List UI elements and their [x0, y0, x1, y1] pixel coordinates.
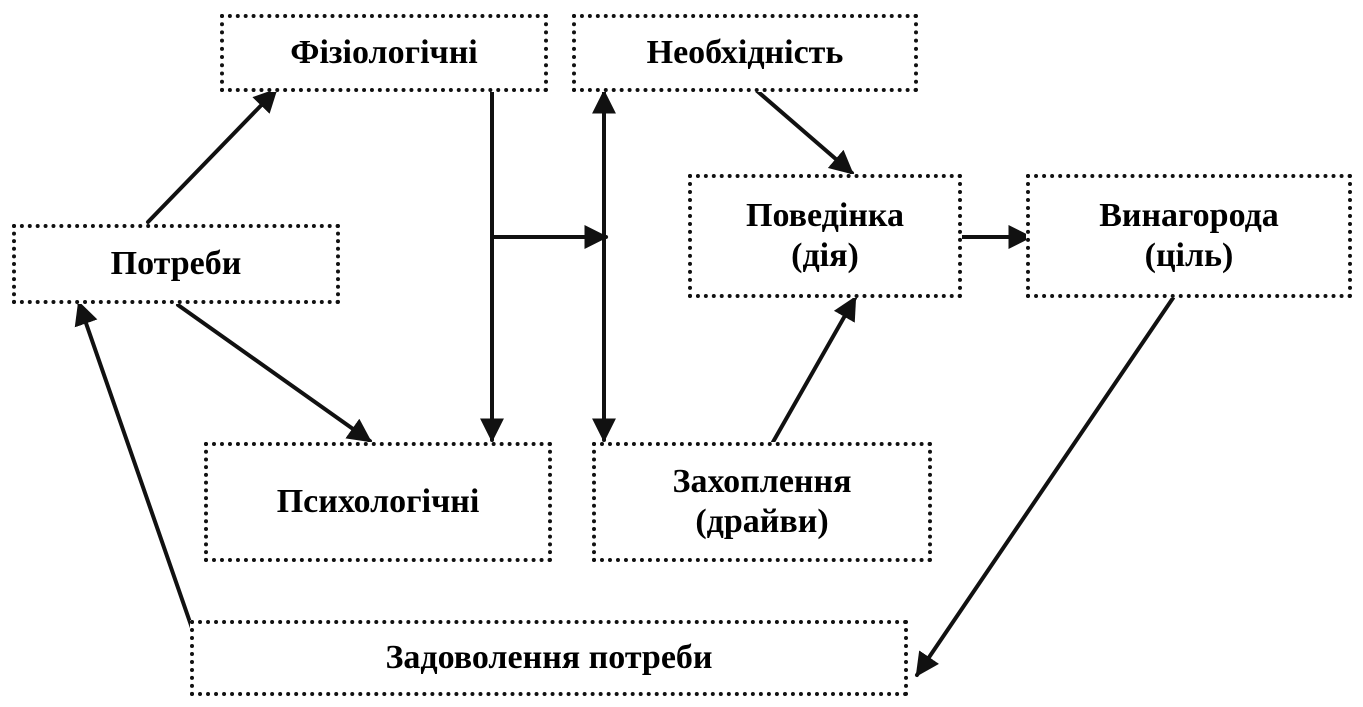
- node-physiological-label: Фізіологічні: [290, 34, 478, 71]
- node-behavior-text: Поведінка (дія): [746, 196, 904, 276]
- node-reward-text: Винагорода (ціль): [1099, 196, 1279, 276]
- node-drives: Захоплення (драйви): [592, 442, 932, 562]
- arrow-satisfaction-to-needs: [74, 300, 194, 630]
- arrow-needs-to-physiological: [146, 88, 278, 224]
- node-physiological: Фізіологічні: [220, 14, 548, 92]
- node-psychological: Психологічні: [204, 442, 552, 562]
- arrow-reward-to-satisfaction: [915, 296, 1175, 677]
- node-necessity-label: Необхідність: [646, 34, 844, 71]
- node-need-satisfaction-label: Задоволення потреби: [385, 639, 713, 676]
- arrow-necessity-to-behavior: [754, 88, 854, 175]
- arrow-drives-to-behavior: [771, 295, 857, 444]
- node-psychological-label: Психологічні: [276, 483, 480, 520]
- node-behavior: Поведінка (дія): [688, 174, 962, 298]
- node-reward-line1: Винагорода: [1099, 197, 1279, 234]
- arrow-needs-to-psychological: [176, 303, 372, 443]
- node-drives-text: Захоплення (драйви): [673, 462, 852, 542]
- node-reward: Винагорода (ціль): [1026, 174, 1352, 298]
- node-behavior-line1: Поведінка: [746, 197, 904, 234]
- node-needs: Потреби: [12, 224, 340, 304]
- node-needs-label: Потреби: [110, 245, 242, 282]
- node-reward-line2: (ціль): [1144, 237, 1234, 274]
- node-drives-line2: (драйви): [695, 503, 829, 540]
- node-need-satisfaction: Задоволення потреби: [190, 620, 908, 696]
- node-drives-line1: Захоплення: [672, 463, 852, 500]
- node-necessity: Необхідність: [572, 14, 918, 92]
- node-behavior-line2: (дія): [791, 237, 859, 274]
